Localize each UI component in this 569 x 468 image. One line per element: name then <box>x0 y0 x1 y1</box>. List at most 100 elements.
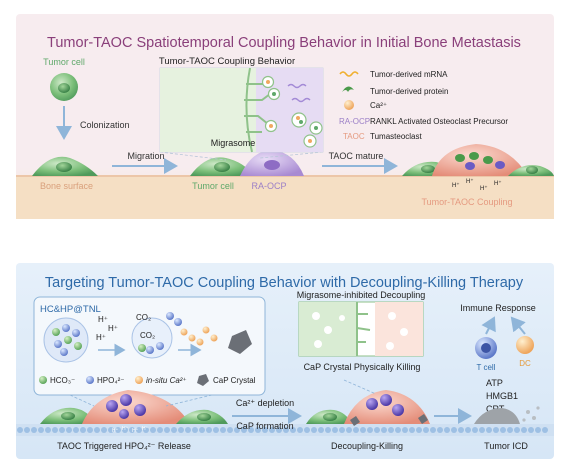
legend-mrna-label: Tumor-derived mRNA <box>370 70 448 79</box>
tumor-cell-bottom-label: Tumor cell <box>192 181 234 191</box>
taoc-release-label: TAOC Triggered HPO₄²⁻ Release <box>57 441 191 451</box>
bone-bubble <box>290 427 296 433</box>
bone-bubble <box>24 427 30 433</box>
mrna-wave-icon <box>339 71 359 77</box>
bone-bubble <box>73 427 79 433</box>
bone-bubble <box>136 427 142 433</box>
hc-legend: HCO₃⁻ HPO₄²⁻ in-situ Ca²⁺ CaP Crystal <box>39 374 256 386</box>
top-legend: Tumor-derived mRNA Tumor-derived protein… <box>339 70 508 141</box>
decoupling-vesicles <box>312 312 408 350</box>
ra-ocp-cell <box>240 150 304 176</box>
bone-bubble <box>45 427 51 433</box>
decoupling-killing-label: Decoupling-Killing <box>331 441 403 451</box>
inset-membrane <box>245 67 253 153</box>
h-plus-labels-box: H⁺ H⁺ H⁺ <box>96 315 118 342</box>
dc-label: DC <box>519 359 531 368</box>
legend-taoc-label: Tumasteoclast <box>370 132 423 141</box>
bone-bubble <box>59 427 65 433</box>
bone-bubble <box>31 427 37 433</box>
h-plus-2: H⁺ <box>466 178 474 185</box>
bone-bubble <box>157 427 163 433</box>
bone-surface-label: Bone surface <box>40 181 93 191</box>
bone-bubble <box>409 427 415 433</box>
tumor-taoc-coupling-cells <box>402 144 554 176</box>
hmgb1-label: HMGB1 <box>486 391 518 401</box>
bone-bubble <box>108 427 114 433</box>
tumor-icd-label: Tumor ICD <box>484 441 528 451</box>
immune-response-group: Immune Response T cell DC ATP HMGB1 CRT <box>460 303 536 414</box>
dc-arrow <box>510 316 526 335</box>
taoc-mature-label: TAOC mature <box>329 151 384 161</box>
floating-tumor-cell <box>50 73 78 101</box>
bone-bubble <box>542 427 548 433</box>
dendritic-cell <box>516 336 534 354</box>
bone-bubble <box>192 427 198 433</box>
cap-formation-label: CaP formation <box>236 421 293 431</box>
legend-protein-label: Tumor-derived protein <box>370 87 448 96</box>
bone-bubble <box>66 427 72 433</box>
migration-label: Migration <box>127 151 164 161</box>
bone-bubble <box>472 427 478 433</box>
bone-bubble <box>185 427 191 433</box>
bone-bubble <box>171 427 177 433</box>
decoupling-killing-cells <box>306 390 430 426</box>
zoom-line-right <box>259 151 324 159</box>
coupling-label: Tumor-TAOC Coupling <box>421 197 512 207</box>
t-cell-nucleus <box>481 343 491 353</box>
ra-ocp-label: RA-OCP <box>251 181 286 191</box>
bone-bubble <box>38 427 44 433</box>
bone-bubble <box>248 427 254 433</box>
bone-bubble <box>269 427 275 433</box>
bottom-panel: Targeting Tumor-TAOC Coupling Behavior w… <box>16 263 554 459</box>
tumor-cell-bone-mid <box>190 157 254 176</box>
bone-bubble <box>150 427 156 433</box>
bone-bubble <box>17 427 23 433</box>
co2-bubbles <box>138 312 182 354</box>
top-panel: Tumor-TAOC Spatiotemporal Coupling Behav… <box>16 14 554 219</box>
bone-bubble <box>143 427 149 433</box>
zoom-line-decouple <box>343 379 377 395</box>
bone-h-plus-1: H⁺ <box>112 428 119 434</box>
h-plus-1: H⁺ <box>452 182 460 189</box>
bone-bubble <box>262 427 268 433</box>
bone-bubble <box>416 427 422 433</box>
legend-taoc-key: TAOC <box>343 132 365 141</box>
bone-bubble <box>122 427 128 433</box>
bottom-panel-title: Targeting Tumor-TAOC Coupling Behavior w… <box>45 275 524 291</box>
insitu-ca-dot-icon <box>135 376 143 384</box>
bone-bubble <box>437 427 443 433</box>
cap-killing-label: CaP Crystal Physically Killing <box>304 362 421 372</box>
bone-h-plus-3: H⁺ <box>132 428 139 434</box>
bone-bubble <box>297 427 303 433</box>
top-panel-title: Tumor-TAOC Spatiotemporal Coupling Behav… <box>47 35 521 51</box>
co2-label-a: CO₂ <box>136 313 151 322</box>
calcium-dot-icon <box>344 100 354 110</box>
hc-h-plus-1: H⁺ <box>98 315 108 324</box>
t-cell-arrow <box>481 316 496 335</box>
bone-bubble <box>500 427 506 433</box>
bone-h-plus-4: H⁺ <box>142 426 149 432</box>
bone-bubble <box>339 427 345 433</box>
migrasome-vesicles <box>261 75 323 148</box>
bone-bubble <box>178 427 184 433</box>
h-plus-4: H⁺ <box>494 180 502 187</box>
cap-crystal-icon <box>197 374 209 386</box>
bone-bubble <box>325 427 331 433</box>
ca-depletion-label: Ca²⁺ depletion <box>236 398 294 408</box>
bone-bubble <box>493 427 499 433</box>
tumor-cell-bone-left <box>32 156 98 176</box>
blocked-tendrils <box>356 313 371 343</box>
bone-surface-strip <box>16 175 554 219</box>
bone-bubble <box>52 427 58 433</box>
coupling-inset: Migrasome <box>159 67 324 153</box>
bone-h-plus-2: H⁺ <box>122 426 129 432</box>
protein-icon <box>342 86 354 92</box>
bone-bubble <box>465 427 471 433</box>
decoupling-title: Migrasome-inhibited Decoupling <box>297 290 426 300</box>
zoom-line-left <box>159 151 227 161</box>
legend-hco3: HCO₃⁻ <box>50 376 75 385</box>
bone-bubble <box>87 427 93 433</box>
bone-bubble <box>444 427 450 433</box>
